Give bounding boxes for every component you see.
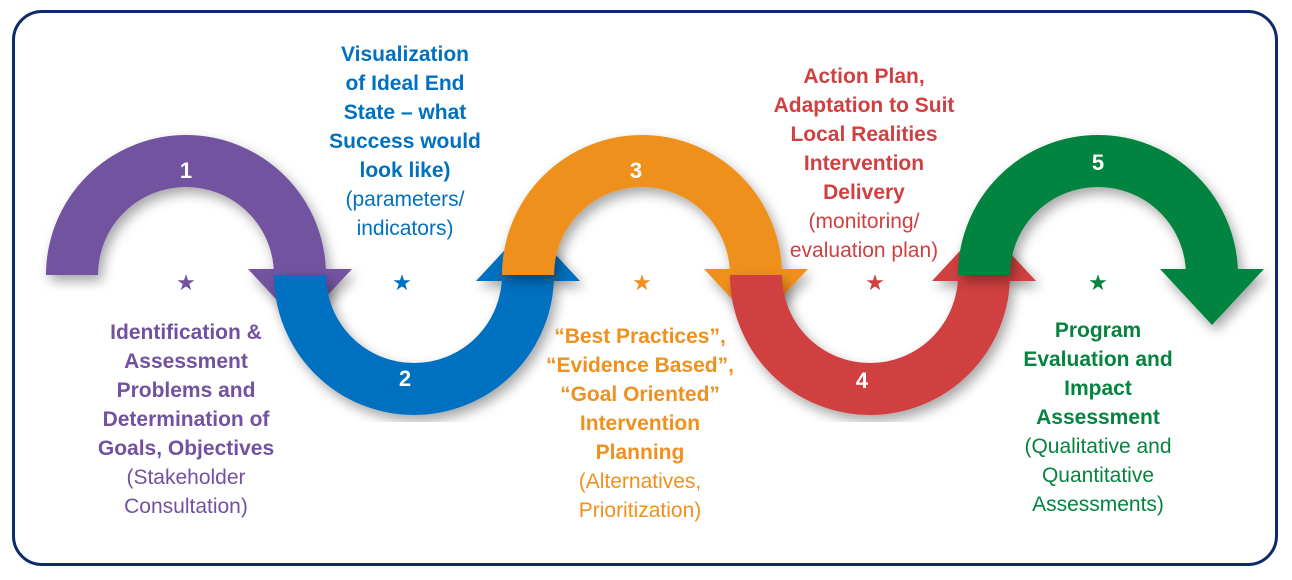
- label-title-line: Determination of: [102, 408, 270, 431]
- label-title-line: Problems and: [116, 379, 256, 402]
- star-icon: ★: [176, 270, 196, 295]
- step-number: 2: [398, 366, 412, 391]
- label-title-line: Delivery: [823, 181, 905, 204]
- arc: [46, 135, 326, 276]
- label-title-line: Goals, Objectives: [97, 437, 275, 460]
- label-title-line: Intervention: [579, 412, 701, 435]
- star-icon: ★: [632, 270, 652, 295]
- label-title-line: “Best Practices”,: [554, 325, 726, 348]
- label-title-line: of Ideal End: [345, 72, 465, 95]
- label-title-line: Success would: [329, 130, 481, 153]
- star-icon: ★: [865, 270, 885, 295]
- label-detail-line: (Stakeholder: [126, 466, 246, 489]
- star-icon: ★: [392, 270, 412, 295]
- label-detail-line: evaluation plan): [789, 239, 939, 262]
- label-title-line: Local Realities: [790, 123, 938, 146]
- arc: [730, 274, 1010, 415]
- label-title-line: Evaluation and: [1023, 348, 1173, 371]
- step-3-label: “Best Practices”, “Evidence Based”, “Goal …: [510, 322, 770, 525]
- label-detail-line: (monitoring/: [808, 210, 920, 233]
- label-title-line: “Goal Oriented”: [560, 383, 720, 406]
- label-title-line: Adaptation to Suit: [773, 94, 955, 117]
- label-title-line: look like): [359, 159, 451, 182]
- label-title-line: Intervention: [803, 152, 925, 175]
- label-title-line: Assessment: [124, 350, 248, 373]
- label-detail-line: (parameters/: [345, 188, 465, 211]
- label-detail-line: Assessments): [1032, 493, 1164, 516]
- label-title-line: “Evidence Based”,: [546, 354, 734, 377]
- label-detail-line: (Qualitative and: [1024, 435, 1172, 458]
- label-title-line: Impact: [1064, 377, 1132, 400]
- label-detail-line: Consultation): [124, 495, 248, 518]
- step-number: 4: [855, 368, 869, 393]
- diagram-frame: [12, 10, 1278, 566]
- step-number: 1: [179, 158, 193, 183]
- arc: [274, 274, 554, 415]
- label-detail-line: indicators): [356, 217, 454, 240]
- label-title-line: Identification &: [110, 321, 262, 344]
- label-title-line: Program: [1054, 319, 1142, 342]
- step-number: 3: [629, 158, 643, 183]
- label-detail-line: Prioritization): [578, 499, 702, 522]
- step-number: 5: [1091, 150, 1105, 175]
- label-title-line: Assessment: [1036, 406, 1160, 429]
- label-title-line: Action Plan,: [803, 65, 925, 88]
- label-detail-line: (Alternatives,: [578, 470, 702, 493]
- arc: [502, 135, 782, 276]
- label-title-line: Visualization: [341, 43, 469, 66]
- label-detail-line: Quantitative: [1041, 464, 1155, 487]
- arc: [958, 135, 1238, 276]
- star-icon: ★: [1088, 270, 1108, 295]
- step-5-arrow: [958, 135, 1264, 325]
- label-title-line: Planning: [595, 441, 685, 464]
- arrowhead: [1160, 269, 1264, 325]
- label-title-line: State – what: [343, 101, 467, 124]
